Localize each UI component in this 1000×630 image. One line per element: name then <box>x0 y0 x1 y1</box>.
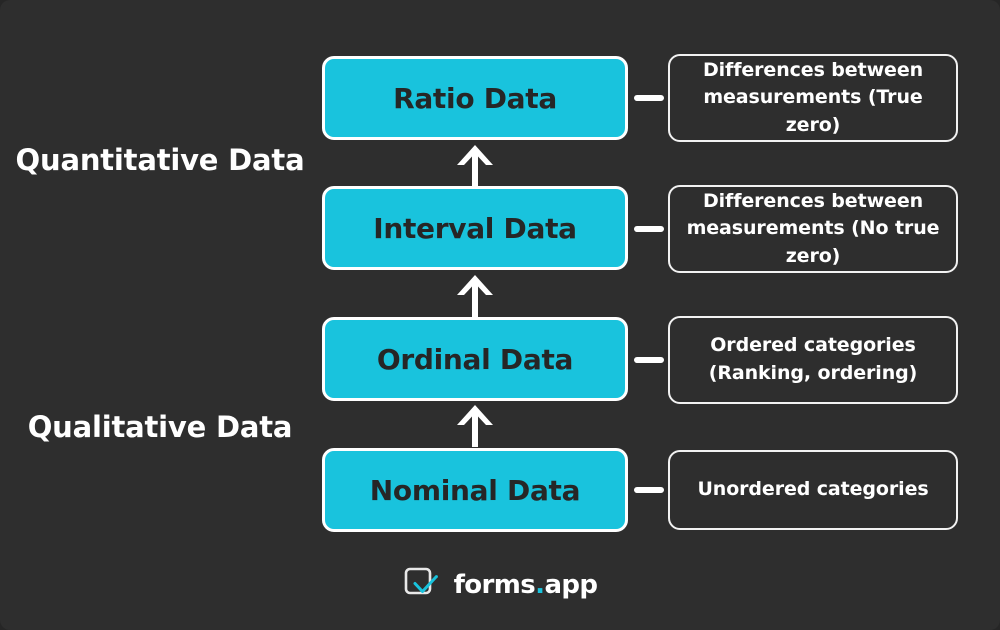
description-text: Differences between measurements (True z… <box>678 57 948 140</box>
logo-wordmark: forms.app <box>454 570 598 600</box>
description-text: Unordered categories <box>697 476 928 504</box>
checkbox-check-icon <box>404 567 438 595</box>
level-box-label: Ordinal Data <box>376 342 574 376</box>
level-box-ratio-data[interactable]: Ratio Data <box>322 56 628 140</box>
level-box-label: Nominal Data <box>369 473 581 507</box>
description-box-ratio-data: Differences between measurements (True z… <box>668 54 958 142</box>
arrow-up-icon <box>457 405 493 447</box>
description-line-2: (Ranking, ordering) <box>708 362 918 384</box>
arrow-up-icon <box>457 275 493 317</box>
level-box-label: Interval Data <box>373 211 577 245</box>
description-box-nominal-data: Unordered categories <box>668 450 958 530</box>
description-box-interval-data: Differences between measurements (No tru… <box>668 185 958 273</box>
description-line-2: measurements (True zero) <box>703 86 923 136</box>
description-line-1: Unordered categories <box>697 478 929 501</box>
logo-word-forms: forms <box>453 570 536 600</box>
description-line-1: Differences between <box>702 58 924 81</box>
description-line-2: measurements (No true zero) <box>686 217 940 267</box>
description-text: Differences between measurements (No tru… <box>678 188 948 271</box>
description-line-1: Ordered categories <box>710 334 916 357</box>
description-box-ordinal-data: Ordered categories (Ranking, ordering) <box>668 316 958 404</box>
level-box-label: Ratio Data <box>393 81 557 115</box>
arrow-up-icon <box>457 145 493 187</box>
connector-line-interval <box>634 226 664 232</box>
logo-word-app: app <box>544 570 598 600</box>
connector-line-ordinal <box>634 357 664 363</box>
footer-logo: forms.app <box>0 566 1000 604</box>
description-line-1: Differences between <box>702 189 924 212</box>
category-label-qualitative-text: Qualitative Data <box>27 410 293 444</box>
connector-line-ratio <box>634 95 664 101</box>
category-label-qualitative: Qualitative Data <box>0 410 320 444</box>
level-box-ordinal-data[interactable]: Ordinal Data <box>322 317 628 401</box>
logo-dot: . <box>535 570 545 600</box>
category-label-quantitative: Quantitative Data <box>0 143 320 177</box>
description-text: Ordered categories (Ranking, ordering) <box>708 332 918 387</box>
level-box-interval-data[interactable]: Interval Data <box>322 186 628 270</box>
level-box-nominal-data[interactable]: Nominal Data <box>322 448 628 532</box>
category-label-quantitative-text: Quantitative Data <box>15 143 305 177</box>
connector-line-nominal <box>634 487 664 493</box>
